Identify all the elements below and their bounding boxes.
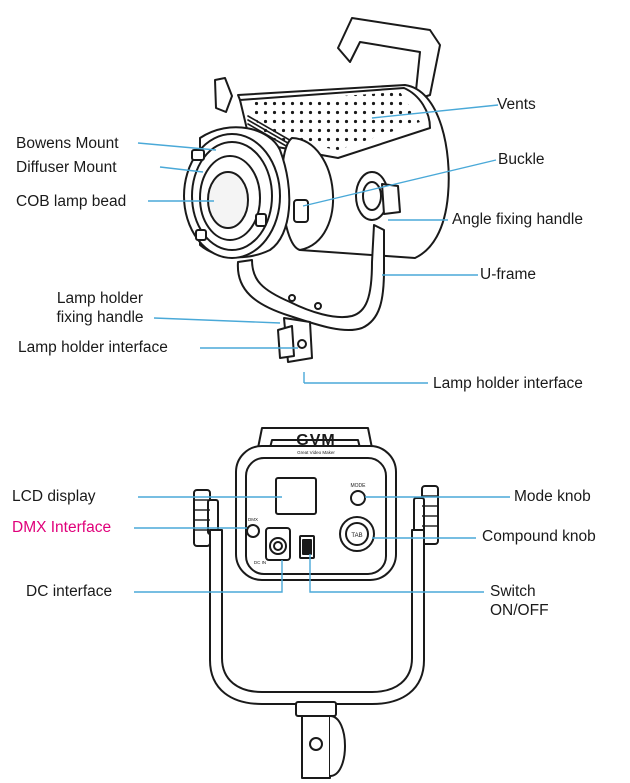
label-lamp-holder-interface-left: Lamp holder interface [18,339,168,356]
back-u-frame [209,529,425,705]
lcd-display [275,477,317,515]
u-frame [236,224,385,332]
leader-diffuser [159,166,204,173]
dmx-marking: DMX [248,517,258,522]
label-dc-interface: DC interface [26,583,113,600]
dmx-port [246,524,260,538]
label-angle-fixing-handle: Angle fixing handle [452,211,583,228]
label-bowens-mount: Bowens Mount [16,135,119,152]
mode-marking: MODE [351,483,367,489]
leader-buckle [302,159,497,207]
tab-marking: TAB [351,533,362,539]
dc-marking: DC IN [254,560,266,565]
label-buckle: Buckle [498,151,545,168]
label-u-frame: U-frame [480,266,536,283]
gvm-tagline: Great Video Maker [297,450,335,455]
back-fixture [193,427,439,779]
back-lamp-holder [295,701,337,717]
label-diffuser-mount: Diffuser Mount [16,159,117,176]
leader-bowens [137,142,217,151]
label-switch-line1: Switch [490,583,536,600]
gvm-logo: GVM [296,432,335,449]
leader-vents [371,104,499,119]
label-mode-knob: Mode knob [514,488,591,505]
label-lcd-display: LCD display [12,488,96,505]
label-vents: Vents [497,96,536,113]
top-clamp [214,77,233,113]
buckle [293,199,309,223]
leader-switch [309,554,484,593]
leader-holder-handle [153,317,281,324]
mode-knob [350,490,366,506]
label-lamp-holder-fixing-handle-line2: fixing handle [56,309,144,326]
label-compound-knob: Compound knob [482,528,596,545]
cob-lens [207,171,249,229]
label-cob-lamp-bead: COB lamp bead [16,193,127,210]
leader-lines [134,104,510,593]
top-fixture [183,17,450,363]
label-dmx-interface: DMX Interface [12,519,112,536]
leader-dc [134,560,283,593]
label-switch-line2: ON/OFF [490,602,549,619]
label-lamp-holder-interface-right: Lamp holder interface [433,375,583,392]
label-lamp-holder-fixing-handle-line1: Lamp holder [56,290,144,307]
